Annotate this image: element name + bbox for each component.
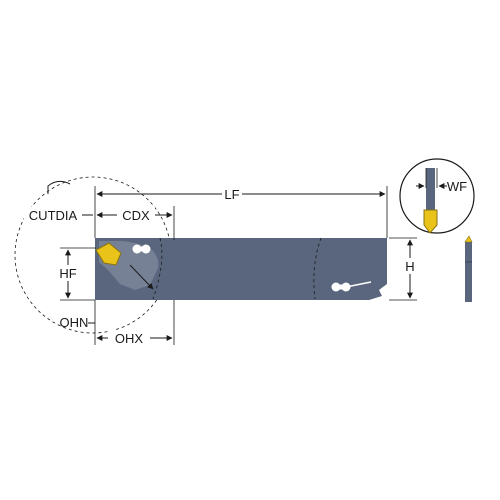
wf-detail-view: WF [399,158,475,234]
ohn-label: OHN [60,315,89,330]
h-label: H [405,259,414,274]
front-clamp-slot [132,244,151,254]
cdx-label: CDX [122,208,150,223]
section-line-front [152,237,163,300]
rear-clamp-slot [331,281,372,292]
blade-body [95,238,387,300]
cutting-insert [95,242,122,266]
lf-label: LF [224,187,239,202]
wf-label: WF [447,179,467,194]
ohx-label: OHX [115,331,144,346]
cutdia-label: CUTDIA [29,208,78,223]
hf-label: HF [59,266,76,281]
end-view [464,235,473,302]
section-line-rear [313,237,322,300]
